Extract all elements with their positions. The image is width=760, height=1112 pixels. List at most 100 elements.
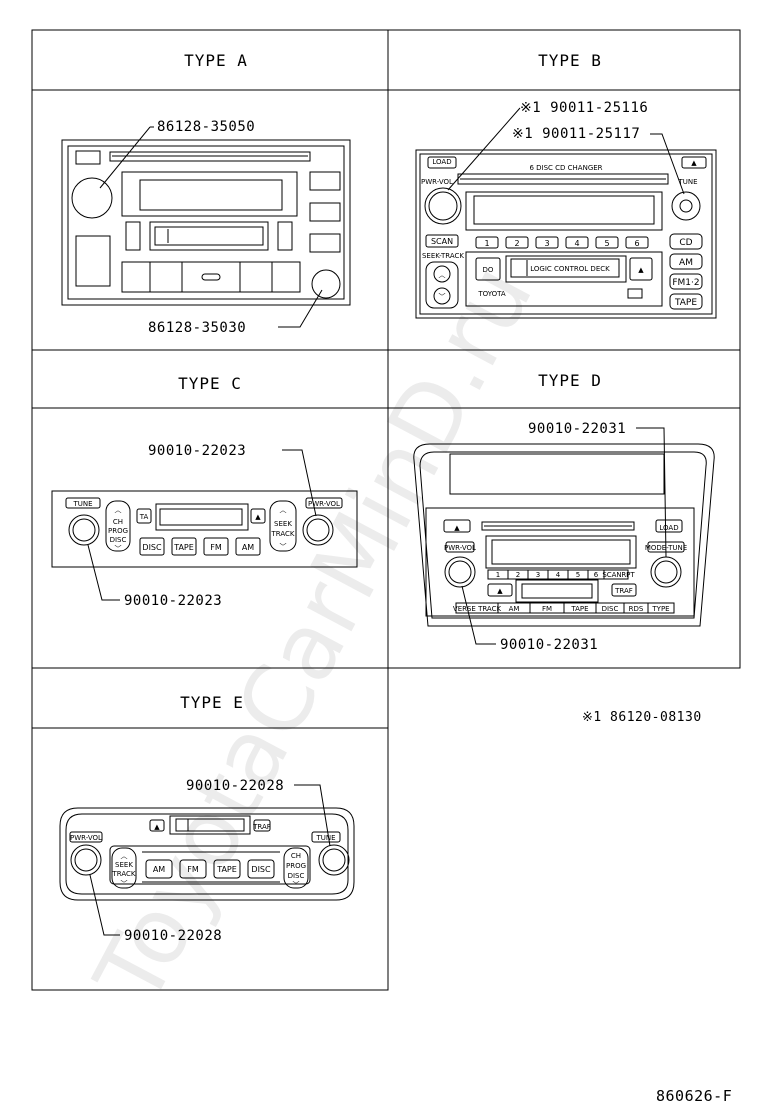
svg-text:DISC: DISC [142,543,162,552]
type-e-radio [59,807,355,901]
svg-text:FM: FM [210,543,222,552]
type-c-source-buttons: DISC TAPE FM AM [142,543,254,552]
type-c-leaders [87,449,317,601]
eject-icon: ▲ [638,266,644,274]
svg-text:TYPE: TYPE [651,605,669,613]
chevron-down-icon: ﹀ [439,293,446,301]
svg-text:FM: FM [187,865,199,874]
type-e-pwr-vol-label: PWR-VOL [70,834,102,842]
type-d-radio [413,443,715,627]
type-b-dolby-label: DO [483,266,494,274]
svg-text:4: 4 [556,571,561,579]
type-a-radio [61,139,351,306]
svg-text:TAPE: TAPE [173,543,194,552]
type-c-radio [51,490,358,568]
type-e-ch-label: CH [291,852,301,860]
type-e-part-lower: 90010-22028 [124,928,222,944]
svg-text:AM: AM [679,258,693,268]
type-a-part-lower: 86128-35030 [148,320,246,336]
type-d-scan-label: SCAN [602,571,621,579]
type-c-ta-label: TA [139,513,149,521]
type-d-presets: 1 2 3 4 5 6 [496,571,599,579]
svg-text:1: 1 [484,239,489,248]
type-c-pwr-vol-label: PWR-VOL [308,500,340,508]
type-b-seek-label: SEEK-TRACK [422,252,464,260]
type-e-track-label: TRACK [112,870,136,878]
type-d-title: TYPE D [538,371,602,390]
svg-text:TAPE: TAPE [216,865,237,874]
type-c-tune-label: TUNE [72,500,92,508]
type-d-part-lower: 90010-22031 [500,637,598,653]
svg-text:FM1·2: FM1·2 [672,278,699,288]
svg-text:DISC: DISC [602,605,619,613]
svg-text:DISC: DISC [251,865,271,874]
svg-text:2: 2 [514,239,519,248]
eject-icon: ▲ [454,524,460,532]
type-d-rpt-label: RPT [621,571,635,579]
type-b-pwr-vol-label: PWR-VOL [421,178,453,186]
svg-text:6: 6 [634,239,639,248]
type-b-deck-label: LOGIC CONTROL DECK [530,265,610,273]
chevron-up-icon: ︿ [121,852,128,860]
legend-note: ※1 86120-08130 [582,710,702,725]
type-a-title: TYPE A [184,51,248,70]
eject-icon: ▲ [154,823,160,831]
type-e-prog-label: PROG [286,862,306,870]
type-d-part-upper: 90010-22031 [528,421,626,437]
type-e-part-upper: 90010-22028 [186,778,284,794]
svg-text:3: 3 [536,571,540,579]
svg-text:5: 5 [576,571,580,579]
svg-text:4: 4 [574,239,579,248]
type-b-scan-label: SCAN [431,237,453,246]
type-c-track-label: TRACK [271,530,295,538]
chevron-up-icon: ︿ [115,506,122,514]
type-e-seek-label: SEEK [115,861,133,869]
type-e-title: TYPE E [180,693,244,712]
type-d-pwr-vol-label: PWR-VOL [444,544,476,552]
svg-text:5: 5 [604,239,609,248]
type-b-tune-label: TUNE [677,178,697,186]
type-d-leaders [461,427,667,645]
svg-text:RDS: RDS [629,605,644,613]
svg-text:AM: AM [509,605,520,613]
type-e-source-buttons: AM FM TAPE DISC [153,865,271,874]
svg-text:3: 3 [544,239,549,248]
chevron-down-icon: ﹀ [115,545,122,553]
type-b-brand-label: TOYOTA [477,290,506,298]
type-c-ch-label: CH [113,518,123,526]
type-c-prog-label: PROG [108,527,128,535]
svg-text:6: 6 [594,571,599,579]
eject-icon: ▲ [691,159,697,167]
type-a-part-upper: 86128-35050 [157,119,255,135]
svg-text:VERSE TRACK: VERSE TRACK [453,605,502,613]
chevron-down-icon: ﹀ [121,880,128,888]
svg-text:2: 2 [516,571,520,579]
svg-text:AM: AM [242,543,254,552]
svg-text:AM: AM [153,865,165,874]
type-e-leaders [89,784,331,936]
type-b-presets: 1 2 3 4 5 6 [484,239,639,248]
eject-icon: ▲ [497,587,503,595]
type-d-traf-label: TRAF [614,587,633,595]
type-b-load-label: LOAD [432,158,451,166]
type-b-title: TYPE B [538,51,602,70]
svg-text:FM: FM [542,605,552,613]
type-b-leaders [447,107,685,195]
type-b-changer-label: 6 DISC CD CHANGER [529,164,602,172]
svg-text:CD: CD [679,238,692,248]
type-a-leaders [99,126,323,328]
type-c-part-lower: 90010-22023 [124,593,222,609]
type-d-bottom-buttons: VERSE TRACK AM FM TAPE DISC RDS TYPE [453,605,670,613]
chevron-up-icon: ︿ [280,506,287,514]
type-b-radio [415,149,717,319]
chevron-up-icon: ︿ [439,271,446,279]
type-c-disc-label: DISC [110,536,127,544]
type-c-title: TYPE C [178,374,242,393]
chevron-down-icon: ﹀ [280,543,287,551]
drawing-number: 860626-F [656,1087,732,1105]
type-b-part-1: ※1 90011-25116 [520,100,648,116]
type-d-load-label: LOAD [659,524,678,532]
type-e-disc-label: DISC [288,872,305,880]
type-e-traf-label: TRAF [252,823,271,831]
